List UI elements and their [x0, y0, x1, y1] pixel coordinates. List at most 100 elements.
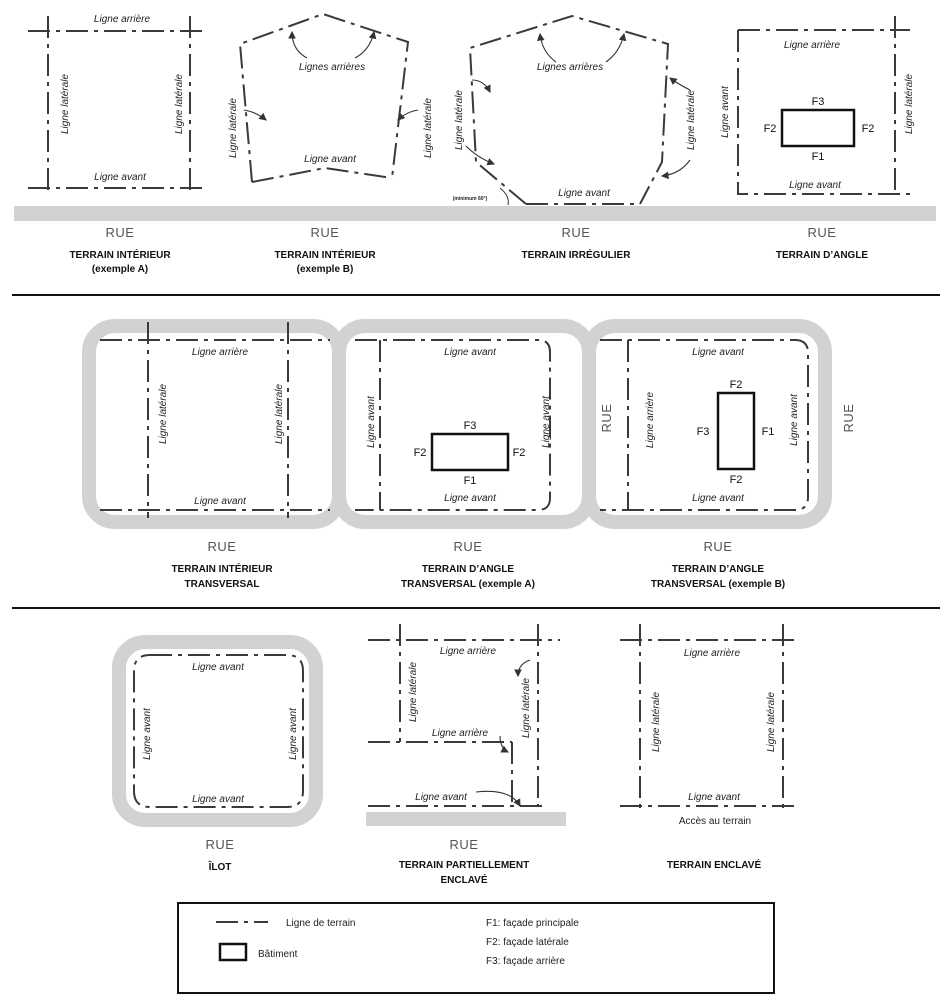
street-label: RUE [206, 837, 235, 852]
label-ligne-avant: Ligne avant [692, 493, 745, 504]
label-ligne-avant: Ligne avant [194, 496, 247, 507]
label-ligne-laterale: Ligne latérale [454, 90, 465, 150]
legend-f1: F1: façade principale [486, 918, 579, 929]
label-ligne-avant: Ligne avant [688, 792, 741, 803]
caption-line: TERRAIN D’ANGLE [422, 564, 515, 575]
lot-enclave: Ligne arrière Ligne latérale Ligne latér… [620, 624, 798, 827]
label-lignes-arrieres: Lignes arrières [537, 62, 603, 73]
label-ligne-avant: Ligne avant [720, 85, 731, 138]
caption-line: TERRAIN INTÉRIEUR [171, 562, 273, 575]
lot-line [600, 339, 809, 511]
lot-line [251, 166, 393, 183]
label-ligne-avant: Ligne avant [541, 395, 552, 448]
street-ring [582, 319, 832, 529]
facade-f2-label: F2 [513, 447, 526, 459]
facade-f3-label: F3 [464, 420, 477, 432]
label-ligne-laterale: Ligne latérale [60, 74, 71, 134]
label-ligne-laterale: Ligne latérale [651, 692, 662, 752]
label-ligne-laterale: Ligne latérale [423, 98, 434, 158]
label-ligne-avant: Ligne avant [304, 154, 357, 165]
leader-arrow [354, 30, 377, 59]
label-ligne-avant: Ligne avant [192, 662, 245, 673]
lot-irregulier: Lignes arrières Ligne latérale Ligne lat… [453, 14, 697, 206]
angle-arc [499, 187, 509, 206]
street-label: RUE [841, 404, 856, 433]
leader-arrow [475, 790, 521, 807]
facade-f1-label: F1 [762, 426, 775, 438]
street-ring [112, 635, 323, 827]
caption-line: TERRAIN INTÉRIEUR [274, 248, 376, 261]
lot-line [238, 12, 410, 183]
facade-f3-label: F3 [812, 96, 825, 108]
lot-angle-transversal-a: F3 F1 F2 F2 Ligne avant Ligne avant Lign… [355, 339, 552, 511]
street-label: RUE [106, 225, 135, 240]
label-ligne-avant: Ligne avant [192, 794, 245, 805]
facade-f1-label: F1 [812, 151, 825, 163]
label-ligne-arriere: Ligne arrière [645, 391, 656, 448]
caption-line: (exemple B) [297, 264, 354, 275]
lot-angle: F3 F1 F2 F2 Ligne arrière Ligne avant Li… [720, 16, 915, 195]
label-ligne-laterale: Ligne latérale [686, 90, 697, 150]
leader-arrow [536, 32, 557, 63]
caption-line: TERRAIN ENCLAVÉ [667, 858, 762, 871]
caption-line: TRANSVERSAL (exemple B) [651, 579, 785, 590]
legend-f3: F3: façade arrière [486, 956, 565, 967]
label-ligne-arriere: Ligne arrière [440, 646, 497, 657]
street-label: RUE [311, 225, 340, 240]
label-ligne-arriere: Ligne arrière [432, 728, 489, 739]
legend-box [177, 902, 775, 994]
legend-batiment: Bâtiment [258, 949, 298, 960]
label-ligne-laterale: Ligne latérale [228, 98, 239, 158]
label-ligne-avant: Ligne avant [558, 188, 611, 199]
lot-angle-transversal-b: F2 F2 F3 F1 Ligne avant Ligne arrière Li… [600, 339, 809, 511]
legend: Ligne de terrain Bâtiment F1: façade pri… [177, 902, 775, 994]
leader-arrow [660, 159, 691, 180]
label-ligne-laterale: Ligne latérale [521, 678, 532, 738]
leader-arrow [499, 735, 509, 753]
street-label: RUE [562, 225, 591, 240]
label-ligne-avant: Ligne avant [789, 180, 842, 191]
label-ligne-avant: Ligne avant [288, 707, 299, 760]
label-ligne-avant: Ligne avant [366, 395, 377, 448]
leader-arrow [397, 109, 419, 121]
note-minimum-angle: (minimum 60°) [453, 196, 488, 202]
facade-f2-label: F2 [862, 123, 875, 135]
lot-interieur-transversal: Ligne arrière Ligne latérale Ligne latér… [100, 322, 330, 518]
label-ligne-avant: Ligne avant [415, 792, 468, 803]
leader-arrow [465, 145, 496, 166]
leader-arrow [514, 659, 531, 678]
building [716, 391, 756, 471]
facade-f2-label: F2 [764, 123, 777, 135]
caption-line: TERRAIN IRRÉGULIER [522, 248, 632, 261]
legend-building-sample [218, 942, 248, 962]
leader-arrow [243, 109, 267, 121]
facade-f2-label: F2 [730, 474, 743, 486]
lot-partiellement-enclave: Ligne arrière Ligne latérale Ligne latér… [368, 624, 560, 807]
label-ligne-arriere: Ligne arrière [192, 347, 249, 358]
building [430, 432, 510, 472]
lot-line [133, 654, 304, 808]
legend-f2: F2: façade latérale [486, 937, 569, 948]
label-acces-au-terrain: Accès au terrain [679, 816, 751, 827]
facade-f2-label: F2 [730, 379, 743, 391]
facade-f3-label: F3 [697, 426, 710, 438]
lot-interieur-a: Ligne arrière Ligne latérale Ligne latér… [28, 14, 206, 194]
building [780, 108, 856, 148]
label-ligne-arriere: Ligne arrière [784, 40, 841, 51]
caption-line: (exemple A) [92, 264, 148, 275]
caption-line: ÎLOT [208, 860, 232, 873]
street-label: RUE [808, 225, 837, 240]
label-ligne-arriere: Ligne arrière [94, 14, 151, 25]
label-ligne-avant: Ligne avant [94, 172, 147, 183]
label-ligne-arriere: Ligne arrière [684, 648, 741, 659]
leader-arrow [471, 79, 491, 93]
label-ligne-laterale: Ligne latérale [158, 384, 169, 444]
label-ligne-laterale: Ligne latérale [904, 74, 915, 134]
caption-line: TRANSVERSAL (exemple A) [401, 579, 535, 590]
label-ligne-avant: Ligne avant [789, 393, 800, 446]
lot-line [355, 339, 551, 511]
lot-interieur-b: Lignes arrières Ligne latérale Ligne lat… [228, 12, 434, 183]
caption-line: TERRAIN PARTIELLEMENT [399, 860, 529, 871]
street-label: RUE [450, 837, 479, 852]
